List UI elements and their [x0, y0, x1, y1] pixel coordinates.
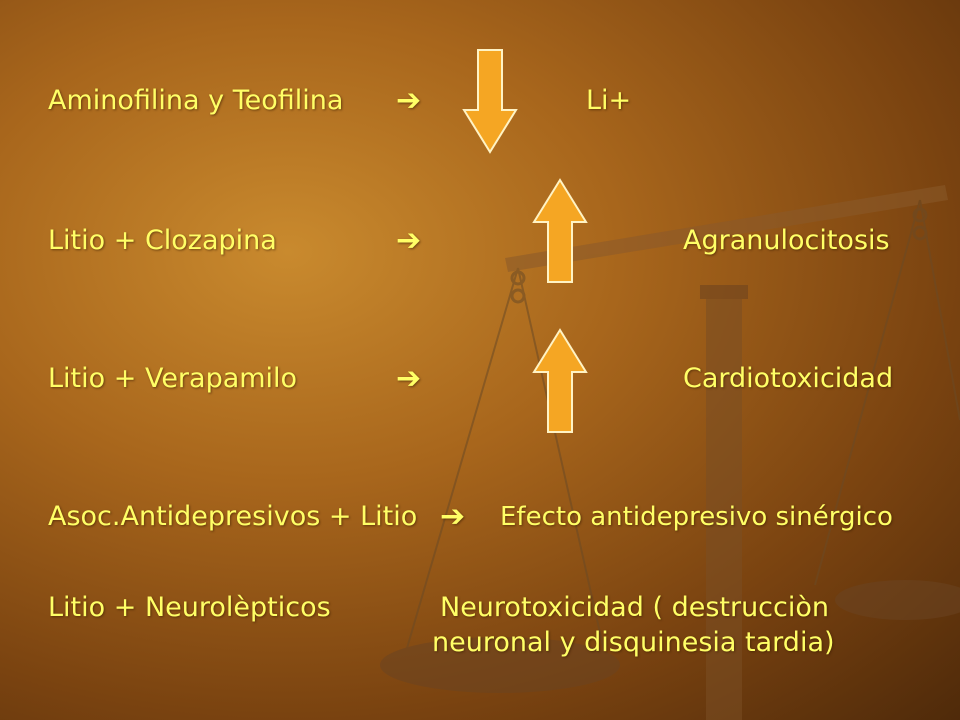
right-arrow-icon: ➔ [396, 83, 422, 118]
row-4-left: Asoc.Antidepresivos + Litio [48, 501, 418, 532]
row-4-right: Efecto antidepresivo sinérgico [500, 502, 893, 532]
row-1-right: Li+ [586, 85, 632, 116]
down-arrow-icon [462, 49, 518, 154]
row-2-left: Litio + Clozapina [48, 225, 277, 256]
up-arrow-icon [532, 178, 588, 283]
row-3-right: Cardiotoxicidad [683, 363, 894, 394]
row-1-left: Aminofilina y Teofilina [48, 85, 344, 116]
row-5-right-line1: Neurotoxicidad ( destrucciòn [440, 592, 830, 623]
row-5-right-line2: neuronal y disquinesia tardia) [432, 627, 835, 658]
right-arrow-icon: ➔ [396, 361, 422, 396]
right-arrow-icon: ➔ [440, 499, 466, 534]
row-2-right: Agranulocitosis [683, 225, 890, 256]
right-arrow-icon: ➔ [396, 223, 422, 258]
up-arrow-icon [532, 328, 588, 433]
row-5-left: Litio + Neurolèpticos [48, 592, 331, 623]
row-3-left: Litio + Verapamilo [48, 363, 298, 394]
